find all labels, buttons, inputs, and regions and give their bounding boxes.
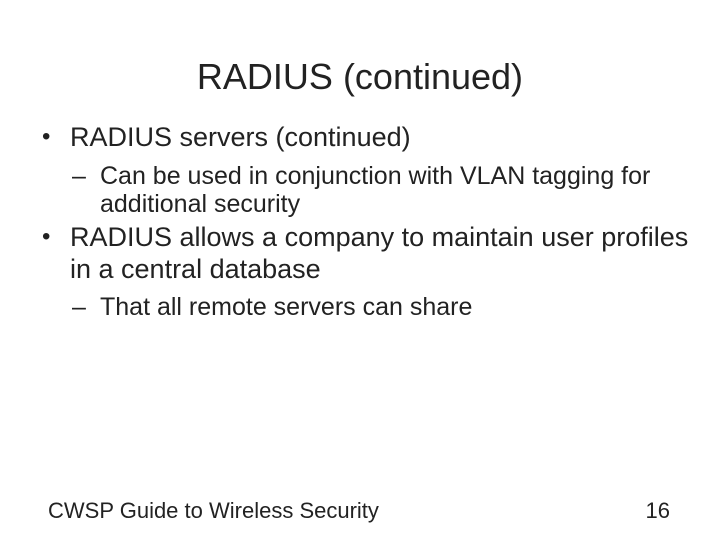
bullet-item-2: • RADIUS allows a company to maintain us… xyxy=(42,221,710,285)
dash-icon: – xyxy=(72,293,86,321)
bullet-item-1: • RADIUS servers (continued) xyxy=(42,121,710,153)
page-number: 16 xyxy=(645,498,670,523)
sub-bullet-item-1: – Can be used in conjunction with VLAN t… xyxy=(72,162,700,218)
sub-bullet-text: Can be used in conjunction with VLAN tag… xyxy=(100,162,651,218)
bullet-icon: • xyxy=(42,123,51,150)
bullet-icon: • xyxy=(42,223,51,250)
sub-bullet-text: That all remote servers can share xyxy=(100,293,473,321)
bullet-text: RADIUS servers (continued) xyxy=(70,122,411,152)
slide-title: RADIUS (continued) xyxy=(196,56,524,97)
footer-title: CWSP Guide to Wireless Security xyxy=(48,498,379,523)
dash-icon: – xyxy=(72,162,86,190)
bullet-text: RADIUS allows a company to maintain user… xyxy=(70,222,689,284)
sub-bullet-item-2: – That all remote servers can share xyxy=(72,293,700,321)
